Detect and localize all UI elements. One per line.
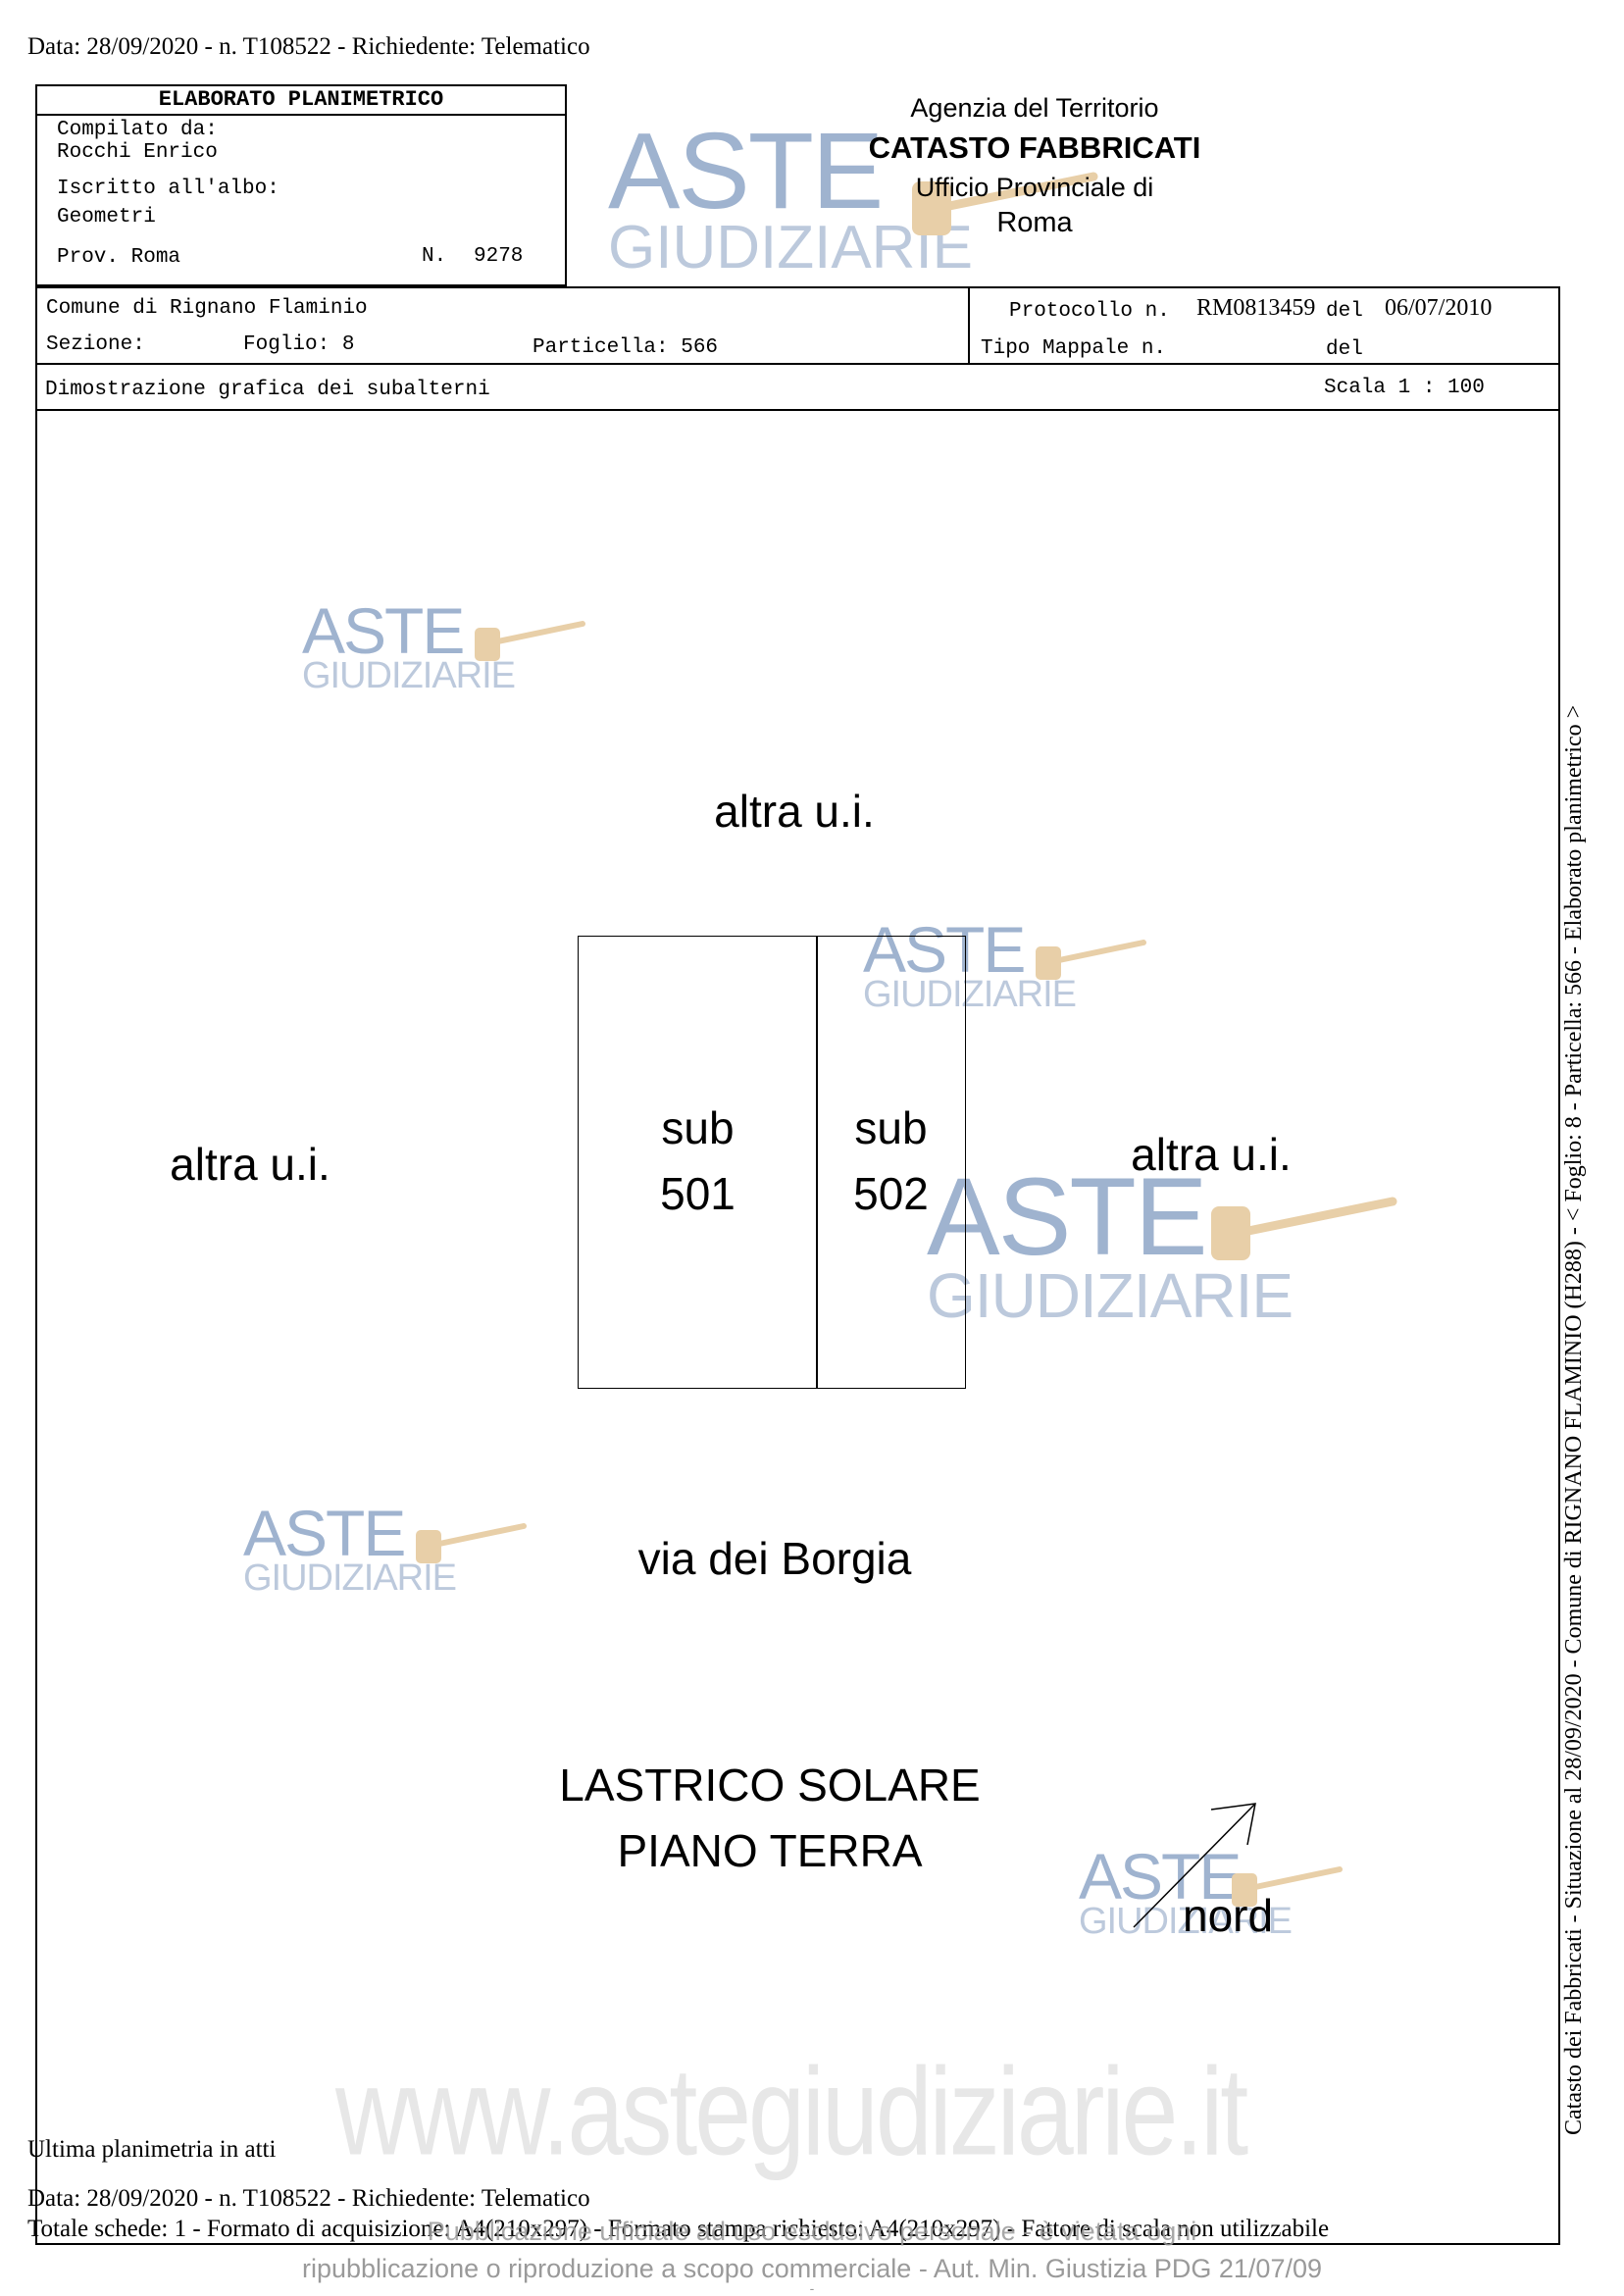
sub-501-line1: sub (661, 1102, 735, 1153)
protocollo-value: RM0813459 (1196, 295, 1316, 321)
footer-totale-line: Totale schede: 1 - Formato di acquisizio… (27, 2216, 1330, 2242)
north-arrow-icon (1133, 1803, 1256, 1928)
foglio-value: Foglio: 8 (243, 333, 355, 356)
comune-value: Comune di Rignano Flaminio (46, 297, 368, 320)
sub-502-unit (816, 936, 966, 1389)
plan-label-top: altra u.i. (714, 786, 875, 837)
footer-overlay-line2: ripubblicazione o riproduzione a scopo c… (301, 2254, 1322, 2283)
compiler-box (35, 84, 567, 286)
agency-line2: CATASTO FABBRICATI (868, 130, 1201, 165)
protocollo-date: 06/07/2010 (1385, 295, 1493, 321)
north-label: nord (1183, 1890, 1274, 1941)
agency-line1: Agenzia del Territorio (910, 93, 1159, 123)
scale-value: Scala 1 : 100 (1324, 377, 1485, 399)
sezione-label: Sezione: (46, 333, 145, 356)
sub-502-line2: 502 (853, 1168, 929, 1219)
number-value: 9278 (474, 245, 524, 268)
plan-label-right: altra u.i. (1131, 1129, 1292, 1180)
footer-overlay-line1: Pubblicazione ufficiale ad uso esclusivo… (427, 2217, 1197, 2246)
sub-501-unit (578, 936, 818, 1389)
info-divider-vertical (968, 286, 970, 365)
watermark-url: www.astegiudiziarie.it (335, 2043, 1248, 2182)
footer-dash: - (809, 2280, 815, 2296)
header-top-line: Data: 28/09/2020 - n. T108522 - Richiede… (27, 33, 590, 60)
compiled-label: Compilato da: (57, 119, 218, 141)
particella-value: Particella: 566 (533, 336, 719, 359)
compiled-name: Rocchi Enrico (57, 141, 218, 164)
footer-last-plan: Ultima planimetria in atti (27, 2136, 277, 2163)
albo-label: Iscritto all'albo: (57, 178, 279, 200)
main-frame (35, 286, 1560, 2245)
agency-line3: Ufficio Provinciale di (915, 173, 1154, 202)
agency-line4: Roma (996, 207, 1073, 238)
subtitle-divider (35, 409, 1560, 411)
floor-line1: LASTRICO SOLARE (559, 1760, 981, 1811)
del-label: del (1326, 300, 1363, 323)
subtitle-left: Dimostrazione grafica dei subalterni (45, 379, 490, 401)
side-vertical-text: Catasto dei Fabbricati - Situazione al 2… (1561, 704, 1587, 2135)
plan-label-left: altra u.i. (170, 1139, 330, 1190)
prov-value: Prov. Roma (57, 246, 181, 269)
street-name: via dei Borgia (637, 1533, 912, 1584)
sub-501-line2: 501 (660, 1168, 736, 1219)
info-divider-horizontal (35, 363, 1560, 365)
tipo-mappale-label: Tipo Mappale n. (981, 337, 1167, 360)
number-label: N. (422, 245, 447, 268)
footer-data-line: Data: 28/09/2020 - n. T108522 - Richiede… (27, 2185, 590, 2212)
sub-502-line1: sub (854, 1102, 928, 1153)
compiler-box-divider (35, 114, 567, 116)
elaborato-title: ELABORATO PLANIMETRICO (158, 87, 444, 112)
floor-line2: PIANO TERRA (617, 1825, 923, 1876)
albo-value: Geometri (57, 206, 156, 229)
protocollo-label: Protocollo n. (1009, 300, 1170, 323)
del2-label: del (1326, 338, 1363, 361)
